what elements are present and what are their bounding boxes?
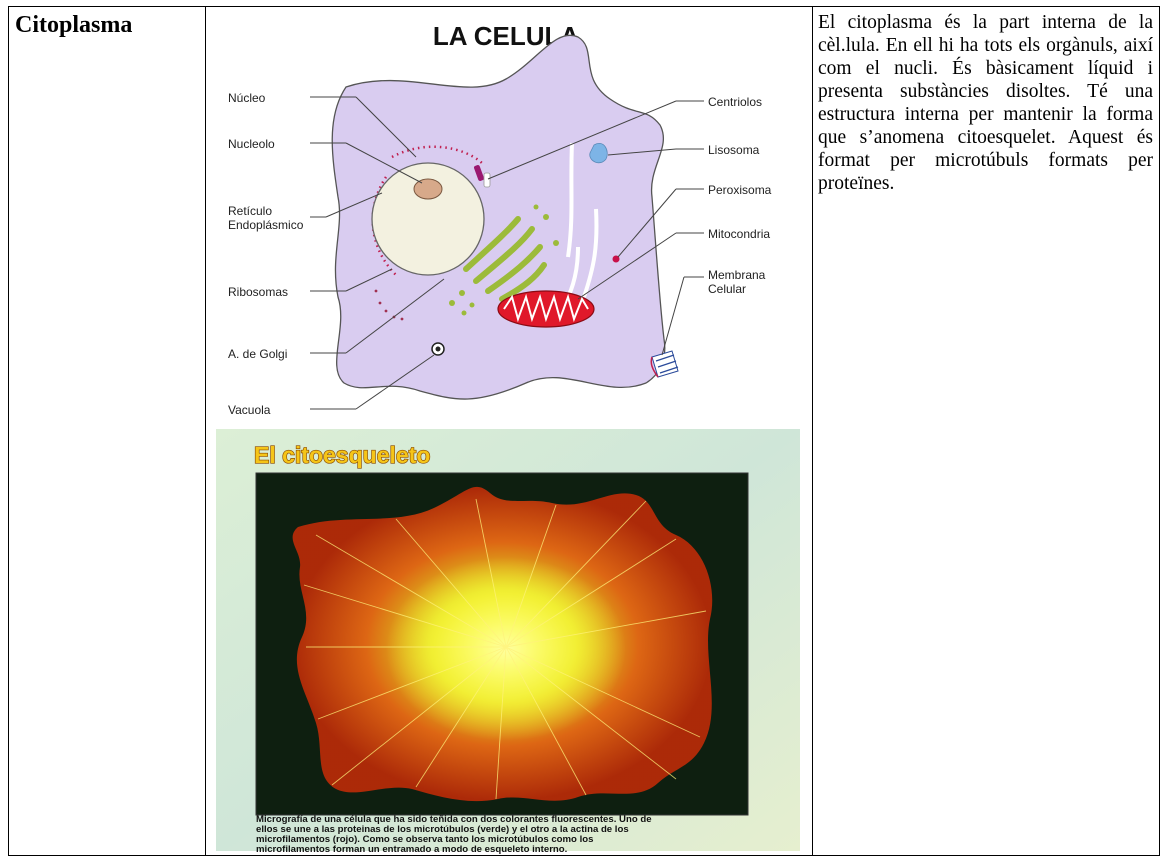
label-vacuola: Vacuola	[228, 403, 271, 417]
micrograph-panel: El citoesqueleto	[216, 429, 800, 855]
label-lisosoma: Lisosoma	[708, 143, 760, 157]
figure-cell: LA CELULA	[206, 7, 813, 856]
heading-cell: Citoplasma	[9, 7, 206, 856]
label-golgi: A. de Golgi	[228, 347, 287, 361]
content-table: Citoplasma	[8, 6, 1160, 856]
label-centriolos: Centriolos	[708, 95, 762, 109]
description-cell: El citoplasma és la part interna de la c…	[813, 7, 1160, 856]
label-mitocondria: Mitocondria	[708, 227, 770, 241]
label-endoplasmico: Endoplásmico	[228, 218, 304, 232]
caption-line-4: microfilamentos forman un entramado a mo…	[256, 844, 567, 855]
nucleolus	[414, 179, 442, 199]
table-row: Citoplasma	[9, 7, 1160, 856]
label-reticulo: Retículo	[228, 204, 272, 218]
description-text: El citoplasma és la part interna de la c…	[813, 7, 1159, 195]
cell-figures: LA CELULA	[206, 7, 812, 855]
figure-area: LA CELULA	[206, 7, 812, 855]
centriole-2	[484, 173, 490, 187]
label-celular: Celular	[708, 282, 746, 296]
label-peroxisoma: Peroxisoma	[708, 183, 772, 197]
label-ribosomas: Ribosomas	[228, 285, 288, 299]
label-membrana: Membrana	[708, 268, 766, 282]
label-nucleo: Núcleo	[228, 91, 266, 105]
section-heading: Citoplasma	[9, 7, 205, 39]
label-nucleolo: Nucleolo	[228, 137, 275, 151]
mitochondria	[498, 291, 594, 327]
micrograph-title: El citoesqueleto	[254, 442, 430, 468]
